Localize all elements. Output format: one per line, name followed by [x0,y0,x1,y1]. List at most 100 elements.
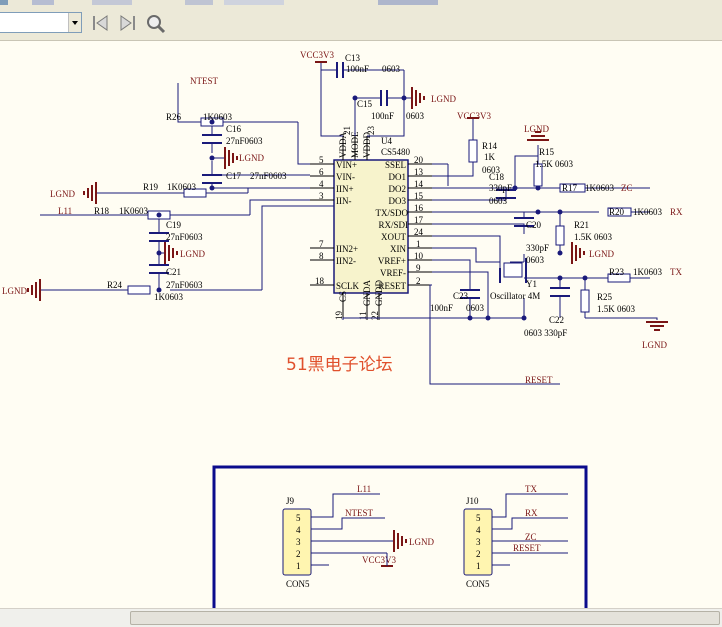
j10-net-zc: ZC [525,532,537,542]
comp-val: 0603 [466,303,485,313]
comp-val: 1.5K 0603 [597,304,635,314]
pin-name: DO2 [389,184,407,194]
pin-name: VREF+ [378,256,406,266]
wires [40,62,658,385]
zoom-icon[interactable] [144,12,166,34]
comp-val: 1K0603 [167,182,196,192]
page-combo[interactable] [0,12,82,33]
comp-ref: R18 [94,206,110,216]
horizontal-scrollbar[interactable] [0,608,722,627]
pin-num: 17 [414,215,424,225]
chevron-down-icon[interactable] [68,13,81,32]
j9-net-vcc: VCC3V3 [362,555,397,565]
chip-u4[interactable]: U4 CS5480 5 6 4 3 7 8 18 VIN+ VIN- [310,126,432,321]
comp-ref: R24 [107,280,123,290]
chip-part: CS5480 [381,147,411,157]
toolbar-fragment [0,0,8,5]
comp-ref: C19 [166,220,182,230]
rx-label: RX [670,207,683,217]
comp-ref: R15 [539,147,555,157]
pin-name: DO1 [389,172,407,182]
previous-page-icon[interactable] [90,12,112,34]
pin-name: SCLK [336,281,360,291]
pin-num: 20 [414,155,424,165]
chip-ref: U4 [381,136,392,146]
tx-label: TX [670,267,682,277]
crystal-y1 [499,258,527,283]
zc-label: ZC [621,183,633,193]
pin-name: IIN+ [336,184,354,194]
pin-num: 11 [358,311,368,320]
pin-num: 13 [414,167,424,177]
toolbar-fragment [378,0,438,5]
pin-num: 22 [370,311,380,320]
comp-val: 0603 330pF [524,328,567,338]
comp-val: 1K0603 [585,183,614,193]
j10-pin: 3 [476,537,481,547]
lgnd-label: LGND [180,249,205,259]
lgnd-label: LGND [431,94,456,104]
comp-ref: R25 [597,292,613,302]
pin-num: 8 [319,251,324,261]
pin-name: XOUT [381,232,406,242]
pin-num: 19 [334,311,344,321]
pin-name: RX/SDI [378,220,408,230]
comp-val: 0603 [482,165,501,175]
j9-net-lgnd: LGND [409,537,434,547]
pin-name: VREF- [380,268,406,278]
comp-val: 27nF0603 [250,171,287,181]
toolbar-fragment [32,0,54,5]
pin-name: TX/SDO [375,208,408,218]
comp-ref: C15 [357,99,373,109]
connector-j10[interactable] [463,508,493,576]
pin-num: 15 [414,191,424,201]
j10-pin: 2 [476,549,481,559]
comp-val: 330pF [526,243,549,253]
pin-num: 6 [319,167,324,177]
comp-val: 1K0603 [203,112,232,122]
labels: VCC3V3 VCC3V3 C13 100nF 0603 C15 100nF 0… [2,50,683,385]
comp-val: 330pF [489,183,512,193]
j10-pin: 5 [476,513,481,523]
vcc-label: VCC3V3 [457,111,492,121]
pin-num: 23 [366,126,376,136]
next-page-icon[interactable] [116,12,138,34]
comp-ref: C13 [345,53,361,63]
comp-val: Oscillator 4M [490,291,540,301]
comp-val: 0603 [382,64,401,74]
pin-name: IIN2- [336,256,356,266]
pin-num: 5 [319,155,324,165]
comp-ref: R21 [574,220,589,230]
comp-ref: C21 [166,267,181,277]
pin-num: 24 [414,227,424,237]
reset-label: RESET [525,375,553,385]
comp-ref: C16 [226,124,242,134]
pin-name: GNDD [374,280,384,306]
ground-symbols [27,61,668,331]
connector-j9[interactable] [282,508,312,576]
j10-part: CON5 [466,579,490,589]
scrollbar-thumb[interactable] [130,611,720,625]
pin-num: 18 [315,276,325,286]
j10-pin: 1 [476,561,481,571]
comp-val: 27nF0603 [166,232,203,242]
ntest-label: NTEST [190,76,219,86]
comp-val: 27nF0603 [166,280,203,290]
pin-num: 9 [416,263,421,273]
comp-val: 0603 [406,111,425,121]
pin-name: VDDA [338,132,348,158]
j9-pin: 1 [296,561,301,571]
vcc-label: VCC3V3 [300,50,335,60]
j9-net-ntest: NTEST [345,508,374,518]
j10-ref: J10 [466,496,479,506]
pin-num: 7 [319,239,324,249]
comp-val: 1K0603 [633,207,662,217]
comp-ref: R26 [166,112,182,122]
j9-pin: 3 [296,537,301,547]
j9-net-l11: L11 [357,484,371,494]
j10-net-tx: TX [525,484,537,494]
comp-ref: C17 [226,171,242,181]
comp-ref: C18 [489,172,505,182]
pin-name: IIN2+ [336,244,358,254]
pin-num: 21 [342,126,352,135]
